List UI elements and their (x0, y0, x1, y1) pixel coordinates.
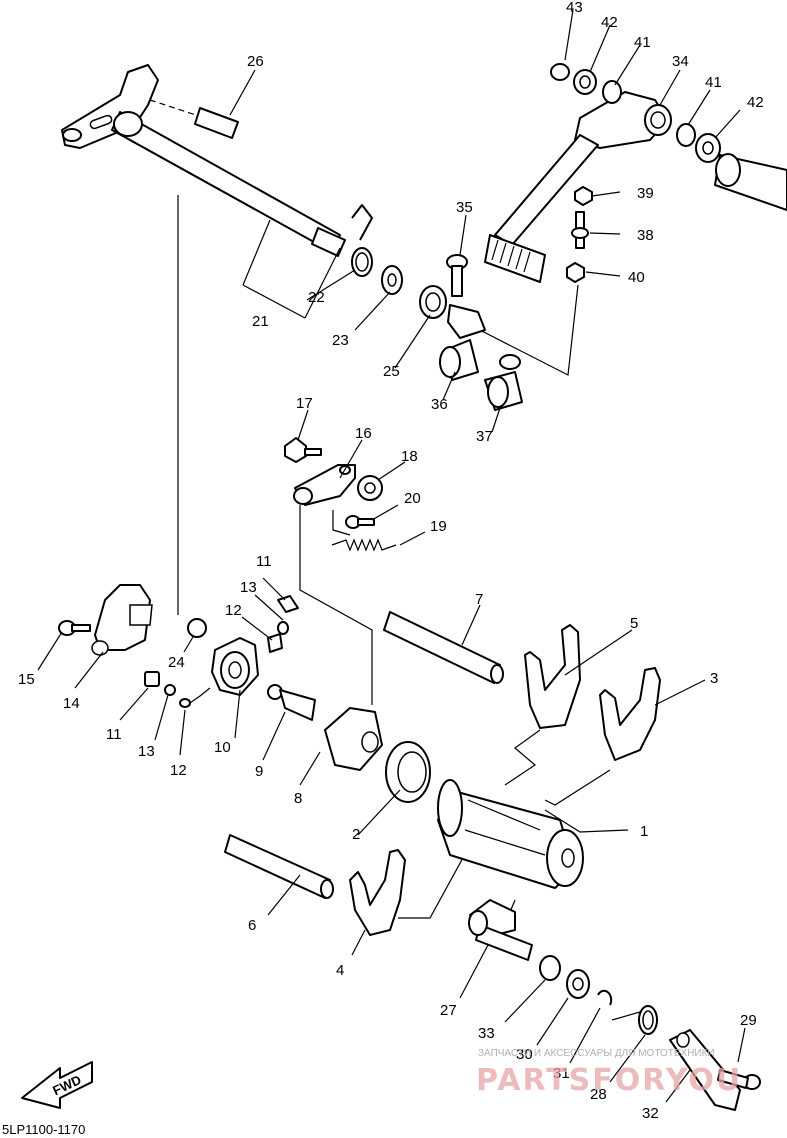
plate-32 (669, 1029, 741, 1111)
shift-arm-27 (468, 899, 533, 961)
shift-fork-4 (349, 849, 406, 936)
bolt-38 (571, 211, 589, 249)
callout-15: 15 (18, 671, 35, 688)
callout-28: 28 (590, 1086, 607, 1103)
callout-12b: 12 (170, 762, 187, 779)
callout-37: 37 (476, 428, 493, 445)
o-ring-41 (602, 80, 622, 104)
bolt-35 (446, 254, 468, 297)
shift-shaft (61, 64, 346, 257)
callout-42: 42 (601, 14, 618, 31)
callout-36: 36 (431, 396, 448, 413)
spring-12b (267, 633, 283, 653)
callout-24: 24 (168, 654, 185, 671)
pawl-11a (144, 671, 160, 687)
callout-33: 33 (478, 1025, 495, 1042)
callout-21: 21 (252, 313, 269, 330)
joint-37 (484, 354, 523, 411)
callout-29: 29 (740, 1012, 757, 1029)
callout-7: 7 (475, 591, 483, 608)
callout-30: 30 (516, 1046, 533, 1063)
callout-3: 3 (710, 670, 718, 687)
circlip-43 (550, 63, 570, 81)
shift-fork-5 (524, 624, 581, 729)
callout-27: 27 (440, 1002, 457, 1019)
spring-28 (611, 1005, 658, 1035)
callout-14: 14 (63, 695, 80, 712)
callout-16: 16 (355, 425, 372, 442)
callout-34: 34 (672, 53, 689, 70)
bearing-2 (385, 741, 431, 803)
callout-38: 38 (637, 227, 654, 244)
fork-shaft-7 (383, 611, 504, 684)
callout-10: 10 (214, 739, 231, 756)
callout-19: 19 (430, 518, 447, 535)
callout-41b: 41 (705, 74, 722, 91)
callout-23: 23 (332, 332, 349, 349)
collar-33 (539, 955, 561, 981)
callout-5: 5 (630, 615, 638, 632)
callout-31: 31 (553, 1065, 570, 1082)
callout-26: 26 (247, 53, 264, 70)
spring-12a (179, 698, 191, 708)
callout-17: 17 (296, 395, 313, 412)
shift-pedal-34 (484, 91, 787, 283)
callout-8: 8 (294, 790, 302, 807)
callout-2: 2 (352, 826, 360, 843)
nut-40 (566, 262, 585, 283)
bolt-20 (345, 515, 375, 529)
shift-fork-3 (599, 667, 661, 761)
callout-43: 43 (566, 0, 583, 16)
callout-39: 39 (637, 185, 654, 202)
callout-4: 4 (336, 962, 344, 979)
spring-19 (331, 538, 397, 552)
callout-25: 25 (383, 363, 400, 380)
callout-20: 20 (404, 490, 421, 507)
fork-shaft-6 (224, 834, 334, 899)
o-ring-41b (676, 123, 696, 147)
watermark-brand: PARTSFORYOU (476, 1063, 742, 1098)
pin-13a (164, 684, 176, 696)
callout-6: 6 (248, 917, 256, 934)
callout-13: 13 (240, 579, 257, 596)
callout-41: 41 (634, 34, 651, 51)
fwd-arrow-icon: FWD (21, 1061, 93, 1109)
callout-1: 1 (640, 823, 648, 840)
return-spring-22 (351, 204, 373, 277)
callout-40: 40 (628, 269, 645, 286)
callout-32: 32 (642, 1105, 659, 1122)
callout-9: 9 (255, 763, 263, 780)
nut-39 (574, 186, 593, 206)
callout-11b: 11 (106, 726, 122, 743)
shift-drum-1 (437, 779, 584, 889)
watermark-tagline: ЗАПЧАСТИ И АКСЕССУАРЫ ДЛЯ МОТОТЕХНИКИ (478, 1048, 715, 1059)
bolt-9 (267, 684, 316, 721)
callout-12: 12 (225, 602, 242, 619)
callout-42b: 42 (747, 94, 764, 111)
segment-cover-14 (91, 584, 153, 656)
joint-36 (439, 304, 486, 381)
diagram-code: 5LP1100-1170 (2, 1122, 85, 1137)
bolt-15 (58, 620, 91, 636)
callout-11: 11 (256, 553, 272, 570)
callout-35: 35 (456, 199, 473, 216)
bolt-29 (717, 1069, 761, 1090)
watermark: ЗАПЧАСТИ И АКСЕССУАРЫ ДЛЯ МОТОТЕХНИКИ PA… (476, 1048, 742, 1098)
pawl-11b (277, 595, 299, 613)
callout-22: 22 (308, 289, 325, 306)
circlip-31 (597, 989, 613, 1006)
leader-lines (37, 9, 746, 1103)
stopper-lever-16 (293, 464, 356, 506)
segment-8 (324, 707, 383, 771)
callout-13b: 13 (138, 743, 155, 760)
callout-18: 18 (401, 448, 418, 465)
bolt-17 (284, 437, 322, 463)
segment-10 (211, 637, 259, 696)
assembly-lines (177, 195, 611, 919)
callout-numbers: 43 42 41 34 41 42 26 39 35 38 40 22 21 2… (18, 0, 764, 1122)
pin-13b (277, 621, 289, 635)
dowel-24 (187, 618, 207, 638)
